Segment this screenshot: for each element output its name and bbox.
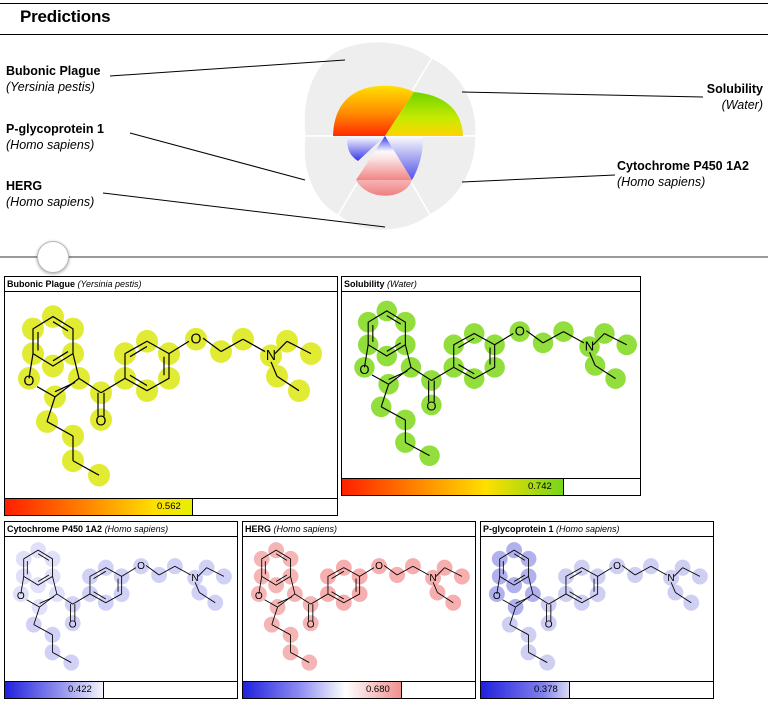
header-bar [0, 3, 768, 35]
atom-highlight [302, 596, 319, 613]
page-title: Predictions [20, 7, 111, 26]
panel-title: HERG (Homo sapiens) [243, 522, 475, 537]
panel-cytochrome-p450: Cytochrome P450 1A2 (Homo sapiens) 0.422 [4, 521, 238, 699]
wheel-sector-pgp-bg [303, 135, 387, 216]
panel-title: Bubonic Plague (Yersinia pestis) [5, 277, 337, 292]
atom-highlight [419, 445, 440, 467]
score-bar-solubility: 0.742 [342, 478, 640, 495]
panel-title: Cytochrome P450 1A2 (Homo sapiens) [5, 522, 237, 537]
panel-solubility: Solubility (Water) 0.742 [341, 276, 641, 496]
wheel-label-cyp[interactable]: Cytochrome P450 1A2(Homo sapiens) [617, 159, 750, 189]
score-bar-herg: 0.680 [243, 681, 475, 698]
wheel-label-solubility[interactable]: Solubility(Water) [706, 82, 763, 112]
molecule-bubonic [18, 305, 322, 487]
panel-herg: HERG (Homo sapiens) 0.680 [242, 521, 476, 699]
wheel-sector-bubonic [333, 85, 414, 136]
wheel-label-herg[interactable]: HERG(Homo sapiens) [6, 179, 95, 209]
atom-highlight [453, 568, 470, 585]
wheel-label-pgp[interactable]: P-glycoprotein 1(Homo sapiens) [6, 122, 104, 152]
atom-highlight [540, 596, 557, 613]
atom-highlight [643, 558, 659, 575]
wheel-sector-pgp [347, 136, 385, 161]
atom-highlight [90, 381, 112, 405]
threshold-slider-track[interactable] [0, 256, 768, 258]
molecule-herg [250, 542, 470, 671]
molecule-cyp [12, 542, 232, 671]
atom-highlight [88, 463, 110, 487]
atom-highlight [405, 558, 421, 575]
score-bar-pgp: 0.378 [481, 681, 713, 698]
panel-p-glycoprotein: P-glycoprotein 1 (Homo sapiens) 0.378 [480, 521, 714, 699]
atom-highlight [605, 368, 626, 389]
score-bar-bubonic: 0.562 [5, 498, 337, 515]
atom-highlight [215, 568, 232, 585]
score-bar-cyp: 0.422 [5, 681, 237, 698]
molecule-solubility [354, 300, 637, 467]
panel-title: Solubility (Water) [342, 277, 640, 292]
threshold-slider-handle[interactable] [37, 241, 69, 273]
molecule-pgp [488, 542, 708, 671]
prediction-wheel: Bubonic Plague(Yersinia pestis) P-glycop… [0, 34, 768, 239]
atom-highlight [691, 568, 708, 585]
atom-highlight [64, 596, 81, 613]
wheel-label-bubonic[interactable]: Bubonic Plague(Yersinia pestis) [6, 64, 101, 94]
panel-bubonic-plague: Bubonic Plague (Yersinia pestis) 0.562 [4, 276, 338, 516]
atom-highlight [532, 332, 554, 354]
wheel-sector-solubility [385, 92, 463, 136]
atom-highlight [167, 558, 183, 575]
panel-title: P-glycoprotein 1 (Homo sapiens) [481, 522, 713, 537]
atom-highlight [288, 379, 310, 403]
